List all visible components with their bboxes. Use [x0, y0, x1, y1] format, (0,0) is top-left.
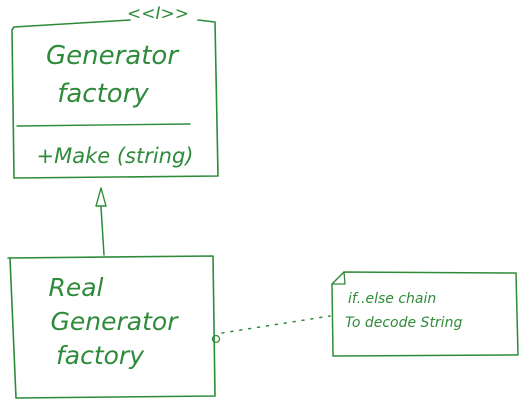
impl-name-line-2: Generator: [51, 307, 180, 336]
interface-method-make: +Make (string): [36, 144, 193, 168]
impl-box-outline: [7, 255, 216, 399]
impl-name-line-1: Real: [48, 273, 103, 302]
note-line-2: To decode String: [345, 315, 462, 331]
note-outline: [331, 271, 519, 357]
realization-arrowhead: [95, 187, 107, 207]
interface-box-generator-factory: <<I>> Generator factory +Make (string): [11, 4, 219, 179]
impl-box-real-generator-factory: Real Generator factory: [7, 255, 216, 399]
impl-name-line-3: factory: [56, 341, 145, 370]
note-link-dotted-line: [221, 315, 331, 334]
note: if..else chain To decode String: [331, 271, 519, 357]
note-link: [211, 315, 331, 344]
note-link-anchor: [211, 334, 221, 344]
interface-box-divider: [16, 123, 191, 127]
interface-stereotype: <<I>>: [127, 4, 189, 24]
note-line-1: if..else chain: [348, 291, 436, 307]
realization-arrow: [95, 187, 107, 256]
interface-box-outline: [11, 19, 219, 179]
interface-name-line-2: factory: [57, 79, 149, 109]
interface-name-line-1: Generator: [46, 41, 180, 71]
realization-line: [100, 206, 105, 256]
note-fold-corner: [331, 271, 346, 285]
